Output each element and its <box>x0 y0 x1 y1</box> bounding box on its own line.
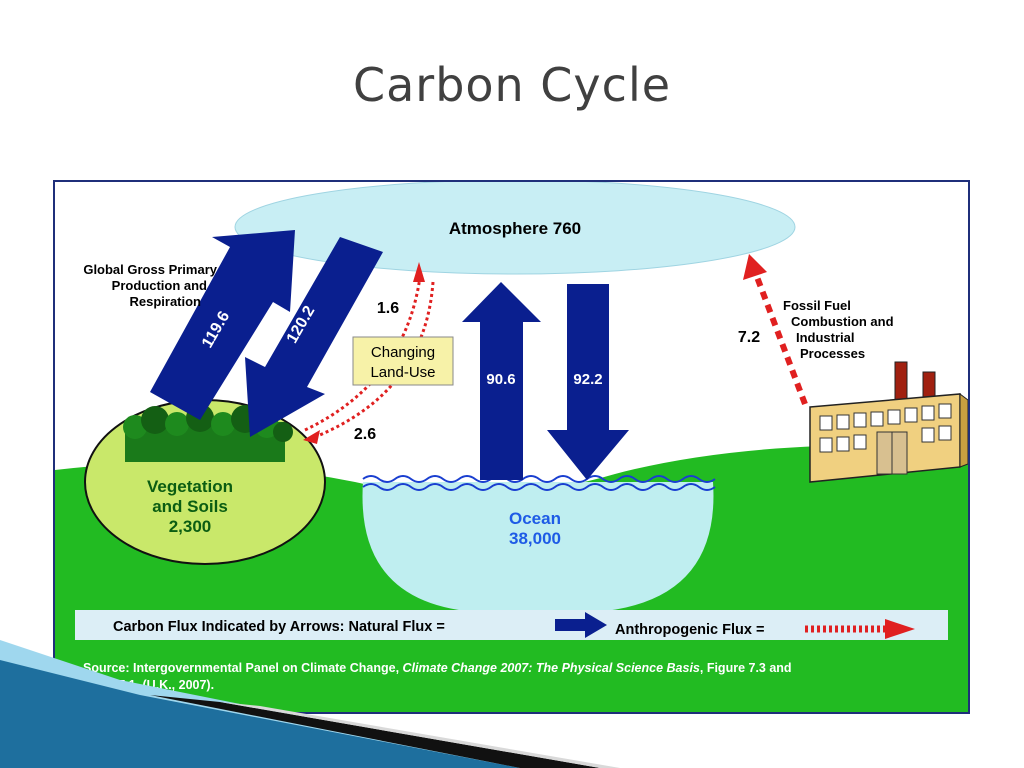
vegetation-value: 2,300 <box>169 517 212 536</box>
vegetation-label-line2: and Soils <box>152 497 228 516</box>
legend-natural-arrow <box>555 612 607 638</box>
corner-swoosh-decoration <box>0 640 620 768</box>
slide-title: Carbon Cycle <box>352 58 672 112</box>
ocean-down-arrow <box>547 284 629 480</box>
carbon-cycle-diagram: Atmosphere 760 Vegetation and Soils 2,30… <box>53 180 970 714</box>
ocean-down-flux-value: 92.2 <box>573 371 602 388</box>
diagram-canvas: Atmosphere 760 Vegetation and Soils 2,30… <box>55 182 968 712</box>
gpp-label-line2: Production and <box>112 278 207 293</box>
ocean-up-flux-value: 90.6 <box>486 371 515 388</box>
fossil-label-line4: Processes <box>800 346 865 361</box>
fossil-fuel-arrowhead <box>743 254 767 280</box>
fossil-label-line2: Combustion and <box>791 314 894 329</box>
land-use-down-value: 2.6 <box>354 426 376 443</box>
fossil-label-line1: Fossil Fuel <box>783 298 851 313</box>
land-use-label-line2: Land-Use <box>370 364 435 381</box>
land-use-box <box>352 336 454 386</box>
ocean-waves <box>362 475 716 491</box>
land-use-up-arrow <box>304 276 422 432</box>
vegetation-label-line1: Vegetation <box>147 477 233 496</box>
ocean-up-arrow <box>462 282 541 480</box>
land-use-up-arrowhead <box>413 262 425 282</box>
respiration-arrow <box>245 237 383 437</box>
legend-anthropogenic-arrowhead <box>885 619 915 639</box>
fossil-fuel-arrow <box>754 275 808 406</box>
atmosphere-label: Atmosphere 760 <box>449 219 581 238</box>
source-line1: Source: Intergovernmental Panel on Clima… <box>83 661 792 675</box>
ocean-value: 38,000 <box>509 529 561 548</box>
gpp-label-line3: Respiration <box>129 294 201 309</box>
legend-bar <box>75 610 948 640</box>
land-use-label-line1: Changing <box>371 344 435 361</box>
land-use-down-arrowhead <box>303 430 320 444</box>
gpp-label-line1: Global Gross Primary <box>83 262 217 277</box>
ocean-basin <box>362 482 714 612</box>
factory-icon <box>809 361 968 483</box>
fossil-flux-value: 7.2 <box>738 329 760 346</box>
legend-natural-text: Carbon Flux Indicated by Arrows: Natural… <box>113 619 445 635</box>
gpp-arrow <box>150 230 295 420</box>
land-use-down-arrow <box>314 281 435 439</box>
ocean-label: Ocean <box>509 509 561 528</box>
legend-anthropogenic-text: Anthropogenic Flux = <box>615 622 764 638</box>
land-use-up-value: 1.6 <box>377 300 399 317</box>
fossil-label-line3: Industrial <box>796 330 855 345</box>
